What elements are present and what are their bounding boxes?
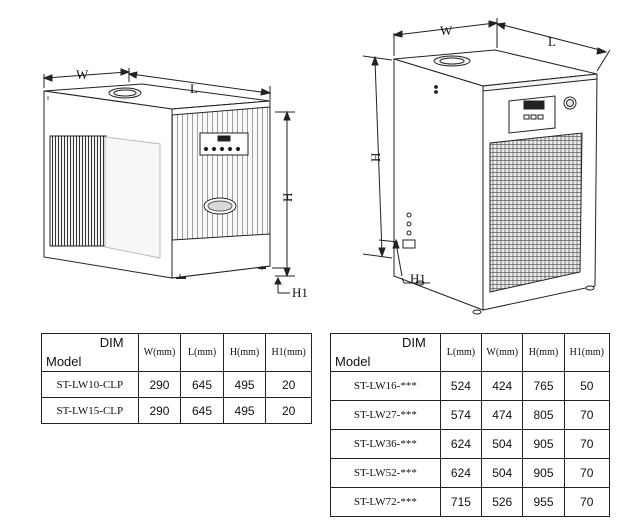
spec-table-small: DIM Model W(mm) L(mm) H(mm) H1(mm) ST-LW…	[41, 333, 312, 424]
table-cell: 70	[563, 487, 611, 517]
table-cell-model: ST-LW52-***	[330, 458, 441, 488]
large-w-label: W	[440, 23, 453, 38]
small-unit-display	[217, 135, 231, 142]
table-cell: 955	[522, 487, 565, 517]
table-cell: 905	[522, 458, 565, 488]
small-l-label: L	[190, 81, 198, 96]
table-cell: 765	[522, 371, 565, 401]
table-cell: 70	[563, 400, 611, 430]
table-cell: 50	[563, 371, 611, 401]
table-cell-model: ST-LW16-***	[330, 371, 441, 401]
large-h-label: H	[368, 153, 383, 162]
table-cell: 20	[265, 371, 312, 398]
table-large-col-header: H1(mm)	[563, 333, 611, 372]
table-small-header-corner: DIM Model	[41, 333, 139, 372]
table-cell: 474	[481, 400, 524, 430]
table-small-model-label: Model	[46, 354, 82, 369]
table-cell-model: ST-LW72-***	[330, 487, 441, 517]
large-unit-grille	[489, 132, 583, 293]
table-small-col-header: H1(mm)	[265, 333, 312, 372]
table-cell: 290	[137, 371, 182, 398]
table-cell: 905	[522, 429, 565, 459]
table-cell: 424	[481, 371, 524, 401]
table-cell: 526	[481, 487, 524, 517]
table-large-header-corner: DIM Model	[330, 333, 441, 372]
dimension-drawing: W L H H1	[42, 18, 611, 315]
large-h1-label: H1	[410, 271, 426, 286]
large-unit	[393, 49, 598, 315]
table-row: ST-LW52-*** 624 504 905 70	[330, 458, 611, 488]
large-unit-display	[523, 100, 545, 110]
table-small-dim-label: DIM	[99, 335, 124, 350]
table-cell: 70	[563, 458, 611, 488]
spec-table-large: DIM Model L(mm) W(mm) H(mm) H1(mm) ST-LW…	[330, 333, 611, 517]
large-unit-dimensions	[362, 18, 611, 284]
table-cell: 290	[137, 397, 182, 424]
table-cell: 645	[180, 397, 224, 424]
small-h-label: H	[280, 193, 295, 202]
table-large-col-header: H(mm)	[522, 333, 565, 372]
table-row: ST-LW15-CLP 290 645 495 20	[41, 397, 312, 424]
table-cell-model: ST-LW15-CLP	[41, 397, 139, 424]
table-cell: 495	[222, 397, 267, 424]
table-large-model-label: Model	[335, 354, 371, 369]
large-l-label: L	[548, 34, 556, 49]
table-cell: 805	[522, 400, 565, 430]
table-cell-model: ST-LW36-***	[330, 429, 441, 459]
table-cell: 524	[439, 371, 483, 401]
table-small-col-header: H(mm)	[222, 333, 267, 372]
table-row: ST-LW16-*** 524 424 765 50	[330, 371, 611, 401]
table-row: ST-LW27-*** 574 474 805 70	[330, 400, 611, 430]
table-row: ST-LW10-CLP 290 645 495 20	[41, 371, 312, 398]
table-cell: 645	[180, 371, 224, 398]
table-row: ST-LW72-*** 715 526 955 70	[330, 487, 611, 517]
table-large-col-header: W(mm)	[481, 333, 524, 372]
small-unit	[43, 83, 271, 279]
table-cell: 504	[481, 458, 524, 488]
table-cell: 70	[563, 429, 611, 459]
small-w-label: W	[76, 67, 89, 82]
table-small-col-header: W(mm)	[137, 333, 182, 372]
table-cell: 504	[481, 429, 524, 459]
small-unit-dimensions	[42, 68, 295, 294]
table-cell: 624	[439, 429, 483, 459]
table-cell: 495	[222, 371, 267, 398]
table-cell: 715	[439, 487, 483, 517]
table-cell: 20	[265, 397, 312, 424]
table-cell: 624	[439, 458, 483, 488]
table-large-dim-label: DIM	[401, 335, 426, 350]
table-cell-model: ST-LW10-CLP	[41, 371, 139, 398]
small-h1-label: H1	[292, 285, 308, 300]
table-small-col-header: L(mm)	[180, 333, 224, 372]
table-large-col-header: L(mm)	[439, 333, 483, 372]
small-unit-side-louver	[49, 135, 107, 247]
table-cell-model: ST-LW27-***	[330, 400, 441, 430]
table-row: ST-LW36-*** 624 504 905 70	[330, 429, 611, 459]
small-unit-base	[171, 233, 271, 279]
large-unit-side	[393, 58, 484, 311]
table-cell: 574	[439, 400, 483, 430]
